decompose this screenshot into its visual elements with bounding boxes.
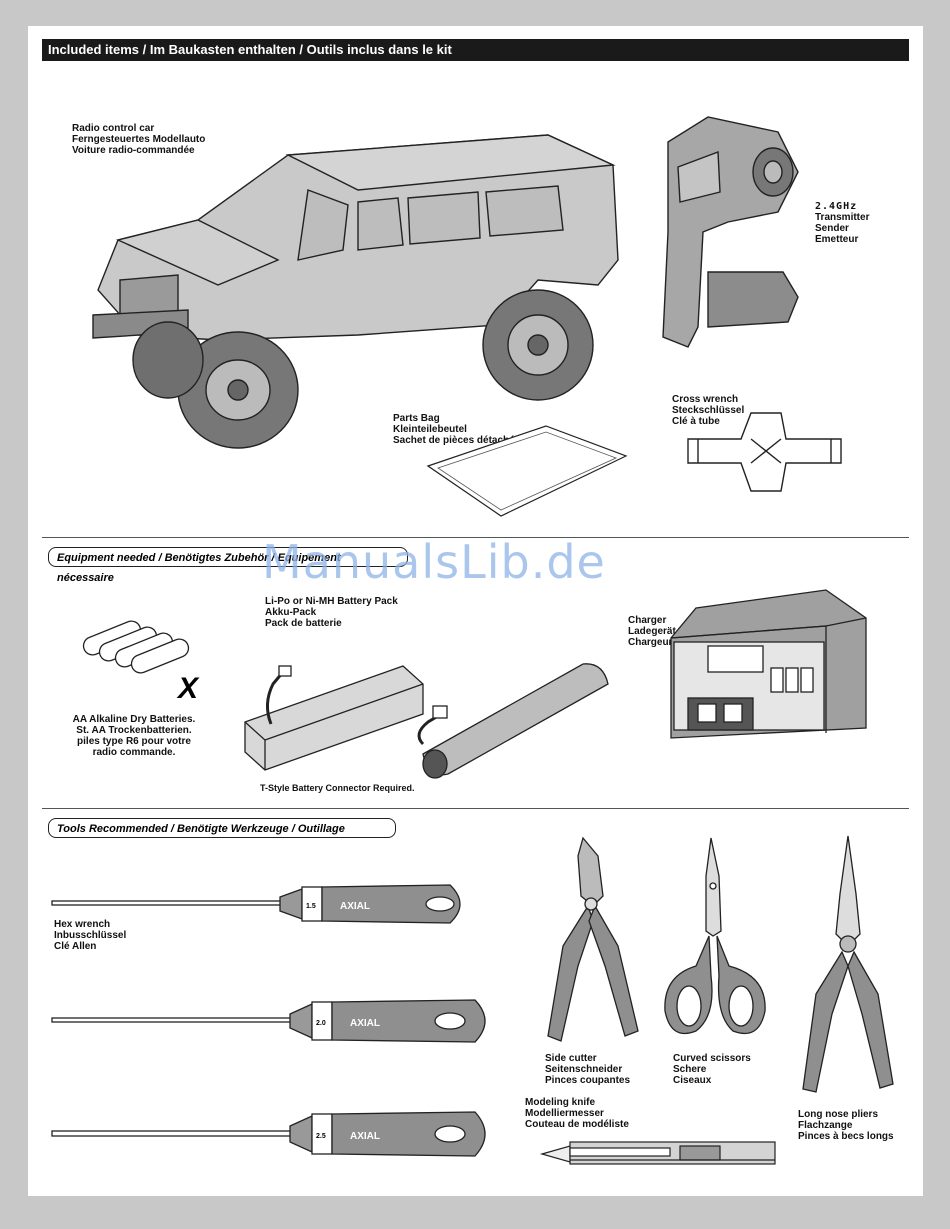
hex-size-badge: 2.5	[316, 1133, 326, 1140]
car-label: Radio control car Ferngesteuertes Modell…	[72, 123, 206, 156]
charger-illustration	[670, 589, 867, 739]
hex-size-badge: 1.5	[306, 903, 316, 910]
brand-text: AXIAL	[350, 1018, 380, 1029]
hex-wrench-label: Hex wrench Inbusschlüssel Clé Allen	[54, 919, 127, 952]
hex-wrench-1-5: 1.5 AXIAL	[51, 884, 461, 924]
hex-size-badge: 2.0	[316, 1020, 326, 1027]
parts-bag-illustration	[426, 425, 628, 517]
divider-1	[42, 537, 909, 538]
hex-wrench-2-5: 2.5 AXIAL	[51, 1111, 486, 1157]
brand-text: AXIAL	[340, 901, 370, 912]
battery-pack-illustration	[244, 663, 609, 779]
equipment-heading: Equipment needed / Benötigtes Zubehör / …	[48, 547, 408, 584]
brand-text: AXIAL	[350, 1131, 380, 1142]
divider-2	[42, 808, 909, 809]
transmitter-label: 2.4GHz Transmitter Sender Emetteur	[815, 201, 870, 245]
transmitter-illustration	[662, 116, 799, 348]
modeling-knife-illustration	[539, 1141, 776, 1165]
connector-note: T-Style Battery Connector Required.	[260, 783, 415, 793]
x-mark: X	[178, 672, 199, 705]
hex-wrench-2-0: 2.0 AXIAL	[51, 999, 486, 1043]
curved-scissors-label: Curved scissors Schere Ciseaux	[673, 1053, 751, 1086]
long-nose-pliers-label: Long nose pliers Flachzange Pinces à bec…	[798, 1109, 894, 1142]
battery-pack-label: Li-Po or Ni-MH Battery Pack Akku-Pack Pa…	[265, 596, 398, 629]
rc-car-illustration	[92, 134, 619, 449]
modeling-knife-label: Modeling knife Modelliermesser Couteau d…	[525, 1097, 629, 1130]
parts-bag-label: Parts Bag Kleinteilebeutel Sachet de piè…	[393, 413, 526, 446]
manual-page: Included items / Im Baukasten enthalten …	[28, 26, 923, 1196]
long-nose-pliers-illustration	[802, 835, 894, 1093]
aa-batteries-label: AA Alkaline Dry Batteries. St. AA Trocke…	[72, 714, 196, 758]
section-header: Included items / Im Baukasten enthalten …	[42, 39, 909, 61]
tools-heading: Tools Recommended / Benötigte Werkzeuge …	[48, 818, 396, 838]
aa-batteries-illustration	[82, 620, 190, 674]
curved-scissors-illustration	[664, 837, 766, 1035]
side-cutter-label: Side cutter Seitenschneider Pinces coupa…	[545, 1053, 631, 1086]
side-cutter-illustration	[547, 836, 639, 1042]
charger-label: Charger Ladegerät Chargeur	[628, 615, 676, 648]
cross-wrench-label: Cross wrench Steckschlüssel Clé à tube	[672, 394, 745, 427]
cross-wrench-illustration	[687, 412, 842, 492]
